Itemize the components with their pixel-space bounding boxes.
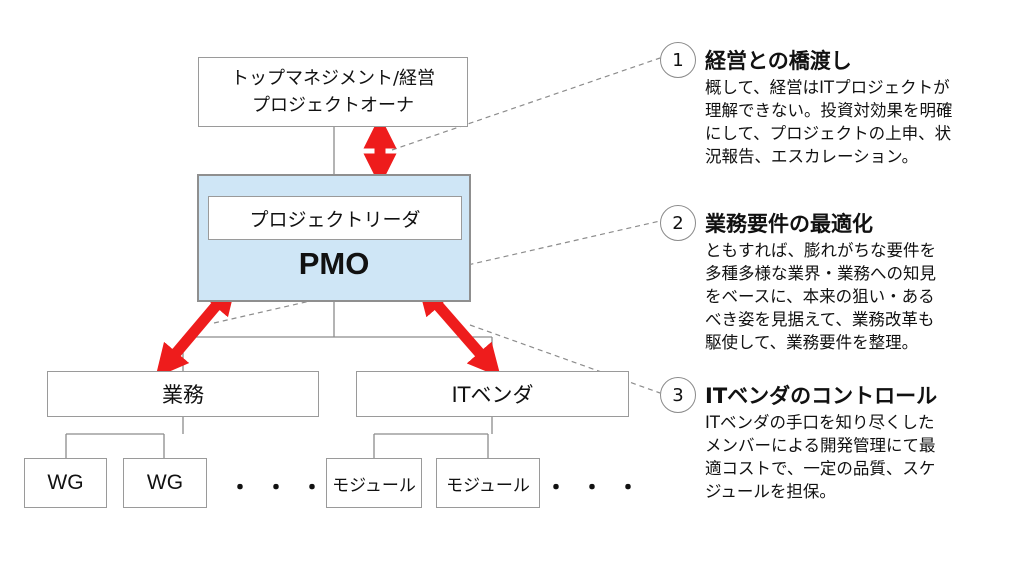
point-2-body: ともすれば、膨れがちな要件を 多種多様な業界・業務への知見 をベースに、本来の狙…: [705, 239, 995, 354]
point-3-line: ジュールを担保。: [705, 482, 836, 501]
point-3-line: メンバーによる開発管理にて最: [705, 436, 936, 455]
red-double-arrows: [155, 115, 501, 378]
point-1-title: 経営との橋渡し: [705, 49, 852, 73]
top-management-box: トップマネジメント/経営 プロジェクトオーナ: [198, 57, 468, 127]
ellipsis-right: ・・・: [545, 476, 654, 501]
it-vendor-box: ITベンダ: [356, 371, 629, 417]
point-2-line: 駆使して、業務要件を整理。: [705, 333, 919, 352]
point-1-line: 概して、経営はITプロジェクトが: [705, 78, 950, 97]
business-box: 業務: [47, 371, 319, 417]
pmo-box: プロジェクトリーダ PMO: [197, 174, 471, 302]
point-1-line: にして、プロジェクトの上申、状: [705, 124, 952, 143]
point-2-title: 業務要件の最適化: [705, 212, 873, 236]
point-2-line: べき姿を見据えて、業務改革も: [705, 310, 935, 329]
arrow-pmo-business: [155, 281, 237, 378]
top-management-line-2: プロジェクトオーナ: [252, 95, 414, 116]
wg-box-2: WG: [123, 458, 207, 508]
ellipsis-left: ・・・: [229, 476, 338, 501]
top-management-line-1: トップマネジメント/経営: [230, 68, 436, 89]
module-box-2: モジュール: [436, 458, 540, 508]
point-2-number: 2: [660, 205, 696, 241]
point-2-line: をベースに、本来の狙い・ある: [705, 287, 935, 306]
point-3-body: ITベンダの手口を知り尽くした メンバーによる開発管理にて最 適コストで、一定の…: [705, 411, 995, 503]
point-1-line: 理解できない。投資対効果を明確: [705, 101, 953, 120]
project-leader-box: プロジェクトリーダ: [208, 196, 462, 240]
point-2-line: 多種多様な業界・業務への知見: [705, 264, 936, 283]
point-1-number: 1: [660, 42, 696, 78]
point-3-title: ITベンダのコントロール: [705, 384, 938, 408]
arrow-pmo-itvendor: [417, 281, 501, 378]
point-1-body: 概して、経営はITプロジェクトが 理解できない。投資対効果を明確 にして、プロジ…: [705, 76, 995, 168]
point-3-line: ITベンダの手口を知り尽くした: [705, 413, 935, 432]
point-2-line: ともすれば、膨れがちな要件を: [705, 241, 936, 260]
point-3-number: 3: [660, 377, 696, 413]
wg-box-1: WG: [24, 458, 107, 508]
point-3-line: 適コストで、一定の品質、スケ: [705, 459, 936, 478]
point-1-line: 況報告、エスカレーション。: [705, 147, 919, 166]
pmo-label: PMO: [298, 246, 370, 281]
module-box-1: モジュール: [326, 458, 422, 508]
